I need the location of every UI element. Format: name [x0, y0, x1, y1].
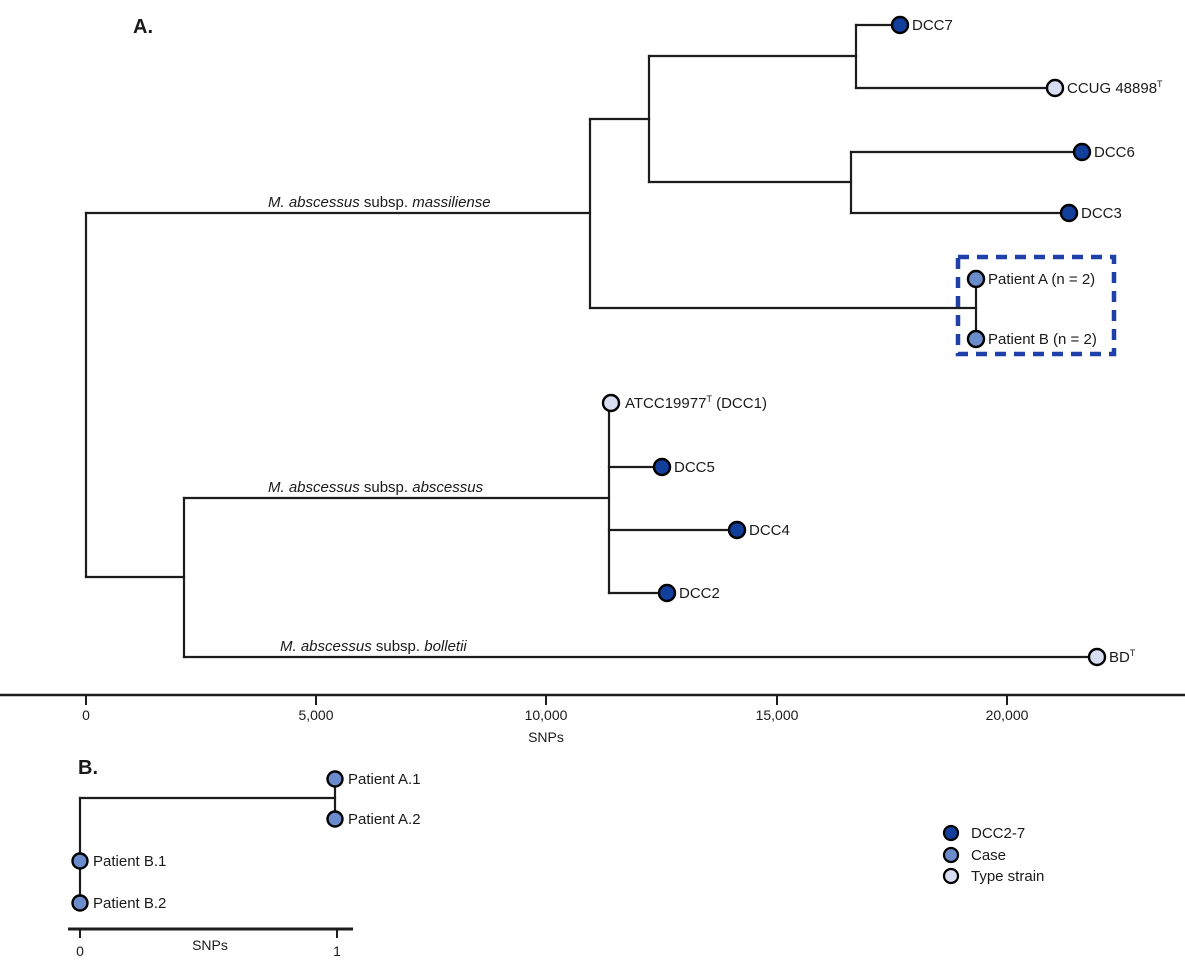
tip-label-dcc5: DCC5 — [674, 459, 715, 476]
tip-node-patient-a — [966, 269, 986, 289]
tip-node-patient-a1 — [326, 770, 344, 788]
legend-label-type-strain: Type strain — [971, 868, 1044, 885]
tip-node-patient-b2 — [71, 894, 89, 912]
tip-label-patient-b: Patient B (n = 2) — [988, 331, 1097, 348]
tip-node-dcc4 — [727, 520, 747, 540]
clade-label-bolletii: M. abscessus subsp. bolletii — [280, 638, 467, 655]
tip-label-patient-a2: Patient A.2 — [348, 811, 421, 828]
tip-label-dcc4: DCC4 — [749, 522, 790, 539]
tip-label-dcc7: DCC7 — [912, 17, 953, 34]
tip-label-dcc2: DCC2 — [679, 585, 720, 602]
tip-label-ccug-48898: CCUG 48898T — [1067, 79, 1163, 97]
panel-a-axis-tick-label: 0 — [82, 707, 90, 723]
clade-label-abscessus: M. abscessus subsp. abscessus — [268, 479, 484, 496]
tip-node-dcc3 — [1059, 203, 1079, 223]
legend-dot-dcc2-7 — [942, 824, 960, 842]
tip-label-patient-b1: Patient B.1 — [93, 853, 166, 870]
panel-a-axis-tick-label: 15,000 — [756, 707, 799, 723]
panel-a-axis-tick-label: 20,000 — [986, 707, 1029, 723]
panel-a-axis-tick-label: 5,000 — [298, 707, 333, 723]
tip-node-patient-a2 — [326, 810, 344, 828]
tip-label-dcc6: DCC6 — [1094, 144, 1135, 161]
tip-node-patient-b — [966, 329, 986, 349]
tip-node-atcc19977 — [601, 393, 621, 413]
clade-label-massiliense: M. abscessus subsp. massiliense — [268, 194, 491, 211]
tip-node-dcc2 — [657, 583, 677, 603]
legend-label-dcc2-7: DCC2-7 — [971, 825, 1025, 842]
tip-node-dcc6 — [1072, 142, 1092, 162]
legend-dot-type-strain — [942, 867, 960, 885]
panel-b-label: B. — [78, 757, 98, 779]
tip-node-bd — [1087, 647, 1107, 667]
panel-a-axis-title: SNPs — [528, 729, 564, 745]
tip-label-bd: BDT — [1109, 648, 1136, 666]
legend-dot-case — [942, 846, 960, 864]
tip-label-dcc3: DCC3 — [1081, 205, 1122, 222]
panel-b-axis-tick-label: 0 — [76, 943, 84, 959]
tip-node-dcc7 — [890, 15, 910, 35]
panel-b-axis-tick-label: 1 — [333, 943, 341, 959]
tip-label-atcc19977: ATCC19977T (DCC1) — [625, 394, 767, 412]
tip-node-patient-b1 — [71, 852, 89, 870]
tip-node-dcc5 — [652, 457, 672, 477]
tip-node-ccug-48898 — [1045, 78, 1065, 98]
panel-b-axis-title: SNPs — [192, 937, 228, 953]
panel-a-label: A. — [133, 16, 153, 38]
tip-label-patient-b2: Patient B.2 — [93, 895, 166, 912]
tip-label-patient-a1: Patient A.1 — [348, 771, 421, 788]
patient-highlight-box — [955, 254, 1117, 357]
panel-a-axis-tick-label: 10,000 — [525, 707, 568, 723]
legend-label-case: Case — [971, 847, 1006, 864]
tip-label-patient-a: Patient A (n = 2) — [988, 271, 1095, 288]
